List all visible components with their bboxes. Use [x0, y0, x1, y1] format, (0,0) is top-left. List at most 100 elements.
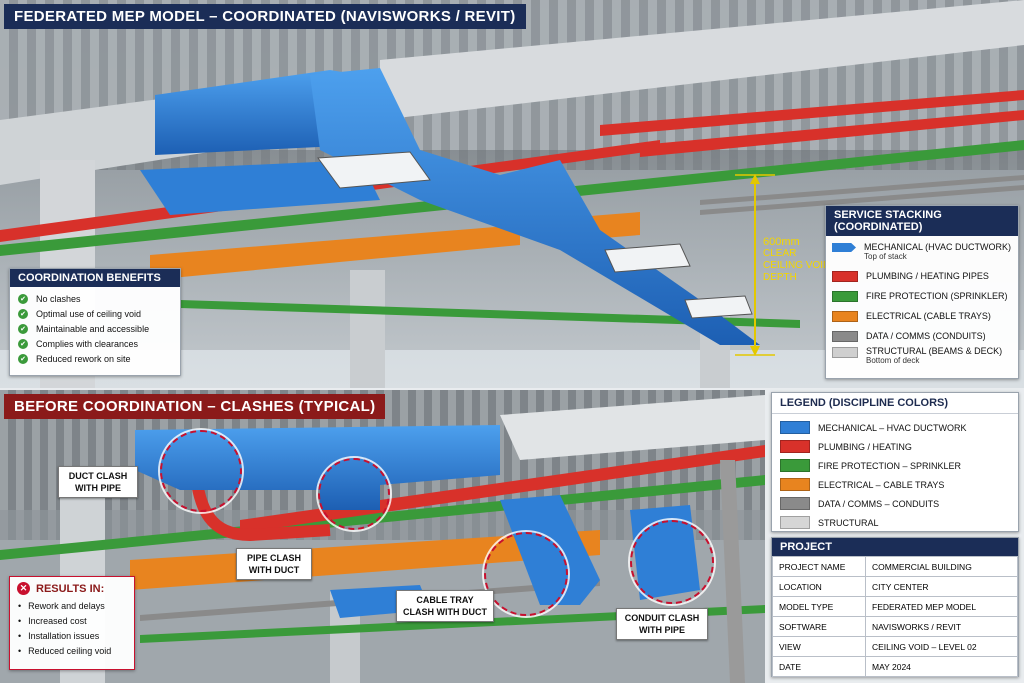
top-title: FEDERATED MEP MODEL – COORDINATED (NAVIS…	[4, 4, 526, 29]
clash-marker-tray-duct	[484, 532, 568, 616]
clash-callout-line: DUCT CLASH	[68, 471, 128, 481]
bottom-title: BEFORE COORDINATION – CLASHES (TYPICAL)	[4, 394, 386, 419]
result-text: Rework and delays	[28, 600, 105, 611]
coordination-benefits-panel: COORDINATION BENEFITS ✔ No clashes ✔ Optim…	[9, 268, 181, 376]
clash-callout-line: CABLE TRAY	[416, 595, 474, 605]
structural-swatch	[780, 516, 810, 529]
project-value: COMMERCIAL BUILDING	[865, 556, 1018, 577]
mechanical-swatch	[780, 421, 810, 434]
clash-callout-line: WITH DUCT	[248, 565, 300, 575]
clash-callout: CABLE TRAY CLASH WITH DUCT	[396, 590, 494, 622]
clash-callout-line: PIPE CLASH	[246, 553, 301, 563]
void-depth-line: DEPTH	[763, 272, 797, 283]
project-value: CITY CENTER	[865, 576, 1018, 597]
plumbing-swatch	[780, 440, 810, 453]
project-heading: PROJECT	[772, 538, 1018, 556]
check-icon: ✔	[18, 353, 28, 364]
check-icon: ✔	[18, 323, 28, 334]
project-key: PROJECT NAME	[772, 556, 866, 577]
project-key: MODEL TYPE	[772, 596, 866, 617]
void-depth-line: CEILING VOID	[763, 260, 831, 271]
legend-item: MECHANICAL – HVAC DUCTWORK	[780, 418, 1010, 437]
result-item: •Installation issues	[18, 630, 100, 641]
fire-swatch	[780, 459, 810, 472]
stacking-item: PLUMBING / HEATING PIPES	[832, 266, 1012, 286]
project-key: SOFTWARE	[772, 616, 866, 637]
legend-label: DATA / COMMS – CONDUITS	[818, 498, 940, 509]
stacking-label: MECHANICAL (HVAC DUCTWORK)	[864, 242, 1012, 252]
clash-callout-line: CONDUIT CLASH	[624, 613, 700, 623]
void-depth-line: CLEAR	[763, 248, 797, 259]
results-heading-row: ✕ RESULTS IN:	[10, 577, 134, 598]
stacking-label: FIRE PROTECTION (SPRINKLER)	[866, 291, 1008, 301]
benefit-item: ✔ Optimal use of ceiling void	[18, 306, 172, 321]
legend-item: FIRE PROTECTION – SPRINKLER	[780, 456, 1010, 475]
legend-item: STRUCTURAL	[780, 513, 1010, 532]
stacking-label: DATA / COMMS (CONDUITS)	[866, 331, 986, 341]
result-text: Installation issues	[28, 630, 100, 641]
legend-label: PLUMBING / HEATING	[818, 441, 912, 452]
legend-item: PLUMBING / HEATING	[780, 437, 1010, 456]
clash-callout: DUCT CLASH WITH PIPE	[58, 466, 138, 498]
benefit-text: Optimal use of ceiling void	[36, 308, 142, 319]
result-item: •Increased cost	[18, 615, 87, 626]
stacking-label: STRUCTURAL (BEAMS & DECK)	[866, 346, 1003, 356]
benefits-heading: COORDINATION BENEFITS	[10, 269, 180, 287]
legend-item: ELECTRICAL – CABLE TRAYS	[780, 475, 1010, 494]
result-text: Increased cost	[28, 615, 87, 626]
stacking-item: DATA / COMMS (CONDUITS)	[832, 326, 1012, 346]
project-value: CEILING VOID – LEVEL 02	[865, 636, 1018, 657]
legend-label: STRUCTURAL	[818, 517, 879, 528]
void-depth-value: 600mm	[763, 236, 800, 248]
service-stacking-panel: SERVICE STACKING (COORDINATED) MECHANICA…	[825, 205, 1019, 379]
legend-label: MECHANICAL – HVAC DUCTWORK	[818, 422, 967, 433]
fire-swatch	[832, 290, 858, 302]
benefit-text: Complies with clearances	[36, 338, 139, 349]
stacking-label: ELECTRICAL (CABLE TRAYS)	[866, 311, 991, 321]
project-key: VIEW	[772, 636, 866, 657]
project-key: LOCATION	[772, 576, 866, 597]
clash-marker-conduit-pipe	[630, 520, 714, 604]
check-icon: ✔	[18, 293, 28, 304]
benefit-text: Maintainable and accessible	[36, 323, 150, 334]
data-swatch	[780, 497, 810, 510]
stacking-item: FIRE PROTECTION (SPRINKLER)	[832, 286, 1012, 306]
clash-scene: BEFORE COORDINATION – CLASHES (TYPICAL) …	[0, 390, 765, 683]
clash-marker-duct-pipe	[160, 430, 242, 512]
project-key: DATE	[772, 656, 866, 677]
check-icon: ✔	[18, 308, 28, 319]
stacking-item: ELECTRICAL (CABLE TRAYS)	[832, 306, 1012, 326]
legend-heading: LEGEND (DISCIPLINE COLORS)	[772, 393, 1018, 414]
stacking-heading: SERVICE STACKING (COORDINATED)	[826, 206, 1018, 236]
clash-callout-line: WITH PIPE	[74, 483, 121, 493]
project-value: NAVISWORKS / REVIT	[865, 616, 1018, 637]
check-icon: ✔	[18, 338, 28, 349]
stacking-item: STRUCTURAL (BEAMS & DECK)Bottom of deck	[832, 346, 1012, 370]
legend-item: DATA / COMMS – CONDUITS	[780, 494, 1010, 513]
benefit-item: ✔ Complies with clearances	[18, 336, 172, 351]
benefit-item: ✔ Reduced rework on site	[18, 351, 172, 366]
error-icon: ✕	[17, 582, 30, 595]
results-panel: ✕ RESULTS IN: •Rework and delays •Increa…	[9, 576, 135, 670]
benefit-text: Reduced rework on site	[36, 353, 131, 364]
project-value: FEDERATED MEP MODEL	[865, 596, 1018, 617]
project-value: MAY 2024	[865, 656, 1018, 677]
benefit-text: No clashes	[36, 293, 81, 304]
legend-label: ELECTRICAL – CABLE TRAYS	[818, 479, 945, 490]
duct-arrow-icon	[832, 243, 856, 252]
clash-marker-pipe-duct	[318, 458, 390, 530]
clash-callout-line: CLASH WITH DUCT	[403, 607, 487, 617]
void-depth-label: 600mm CLEAR CEILING VOID DEPTH	[763, 236, 830, 284]
benefit-item: ✔ No clashes	[18, 291, 172, 306]
stacking-label: PLUMBING / HEATING PIPES	[866, 271, 989, 281]
stacking-note: Top of stack	[864, 252, 907, 261]
plumbing-swatch	[832, 270, 858, 282]
electrical-swatch	[832, 310, 858, 322]
